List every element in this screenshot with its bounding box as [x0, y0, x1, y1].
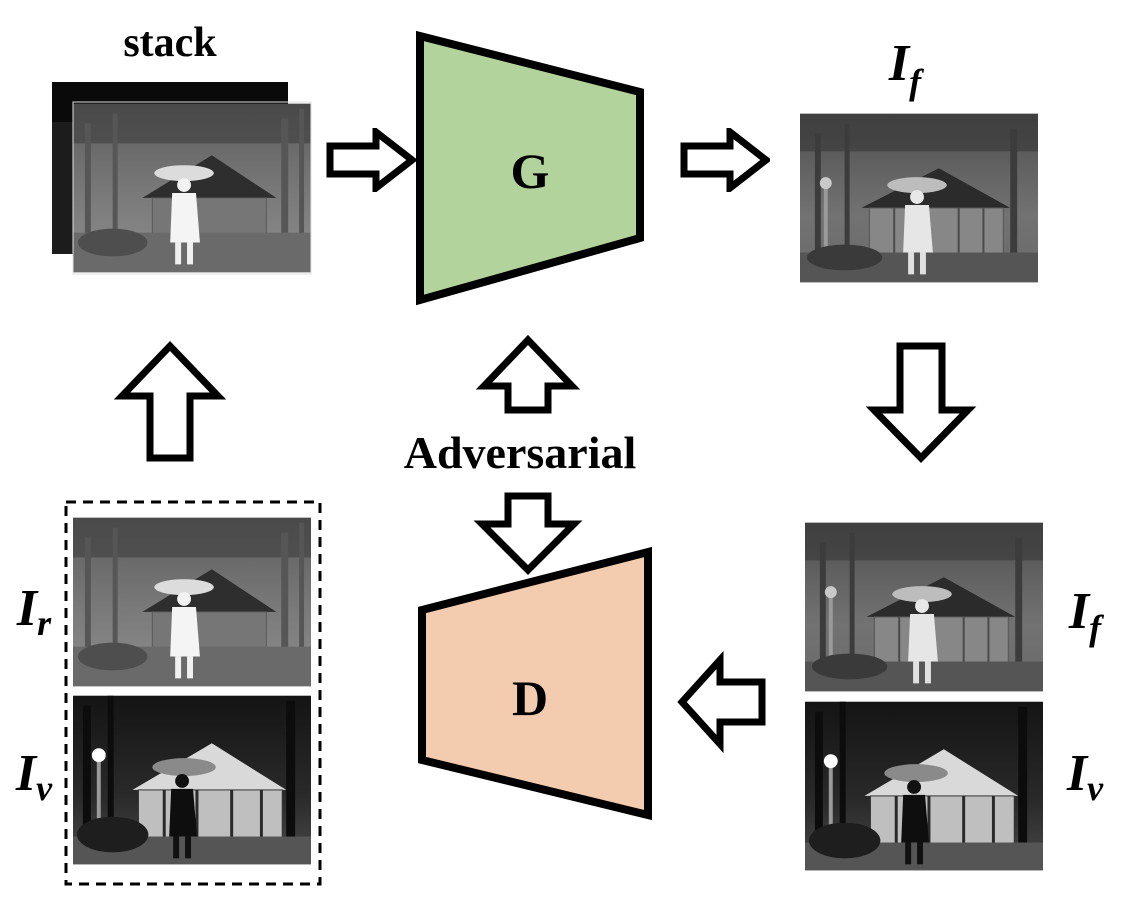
visible-right-image: [805, 700, 1043, 872]
adversarial-label: Adversarial: [404, 427, 637, 478]
fused-right-image: [805, 521, 1043, 693]
visible-right-label: Iv: [1066, 745, 1104, 808]
arrow-generator-to-fused: [684, 132, 766, 188]
fused-top-label: If: [888, 35, 924, 102]
infrared-left-image: [73, 517, 311, 687]
arrow-fused-down: [865, 342, 977, 464]
generator-label: G: [511, 143, 550, 199]
arrow-images-to-discriminator: [677, 650, 766, 754]
arrow-adversarial-up: [475, 334, 581, 414]
arrow-inputs-up: [113, 340, 227, 462]
arrow-adversarial-down: [473, 492, 583, 575]
fused-top-image: [800, 112, 1038, 284]
arrow-stack-to-generator: [330, 132, 412, 188]
stack-front-image: [72, 101, 312, 275]
discriminator-label: D: [512, 670, 548, 726]
infrared-left-label: Ir: [16, 580, 52, 643]
discriminator-block: D: [418, 546, 652, 821]
visible-left-image: [73, 694, 311, 866]
stack-label: stack: [123, 20, 217, 66]
input-pair-box: [64, 500, 322, 886]
fused-right-label: If: [1068, 583, 1104, 648]
visible-left-label: Iv: [15, 745, 53, 808]
generator-block: G: [416, 30, 644, 306]
